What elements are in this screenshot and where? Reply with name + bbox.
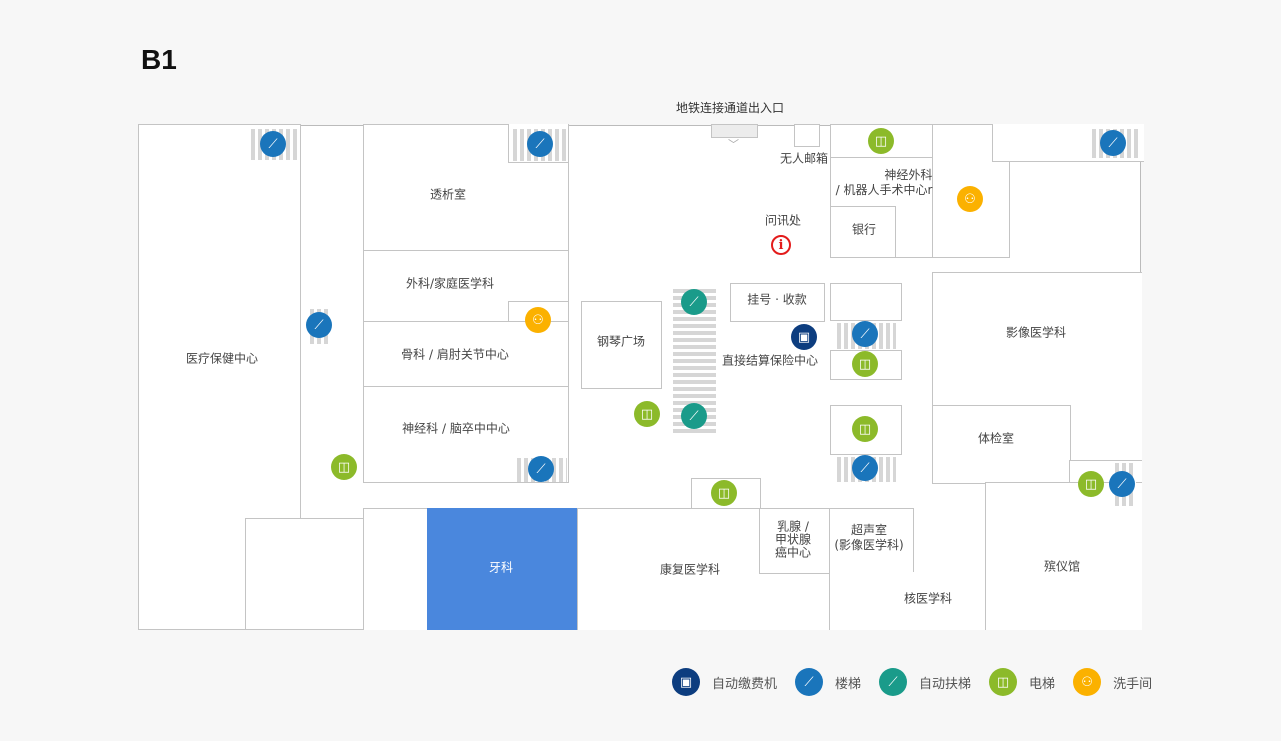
room-checkup[interactable] bbox=[932, 405, 1071, 484]
chevron-down-icon: ﹀ bbox=[728, 138, 739, 151]
stairs-icon[interactable]: ⟋ bbox=[852, 321, 878, 347]
legend: ▣ 自动缴费机 ⟋ 楼梯 ⟋ 自动扶梯 ◫ 电梯 ⚇ 洗手间 bbox=[672, 668, 1170, 696]
label-breast: 乳腺 / 甲状腺 癌中心 bbox=[774, 519, 812, 560]
mailbox-box bbox=[794, 124, 820, 147]
escalator-icon: ⟋ bbox=[879, 668, 908, 696]
room-ultrasound[interactable] bbox=[829, 508, 914, 574]
legend-item-payment: ▣ 自动缴费机 bbox=[672, 668, 777, 696]
floor-map: ﹀ bbox=[138, 124, 1144, 630]
payment-kiosk-icon: ▣ bbox=[672, 668, 700, 696]
label-dialysis: 透析室 bbox=[429, 187, 467, 202]
room-small bbox=[363, 508, 429, 630]
label-imaging: 影像医学科 bbox=[1005, 325, 1067, 340]
label-piano: 钢琴广场 bbox=[596, 334, 646, 349]
subway-entrance[interactable] bbox=[711, 124, 758, 138]
legend-item-elevator: ◫ 电梯 bbox=[989, 668, 1055, 696]
stairs-icon[interactable]: ⟋ bbox=[1100, 130, 1126, 156]
label-nuclear: 核医学科 bbox=[903, 591, 953, 606]
stairs-icon[interactable]: ⟋ bbox=[852, 455, 878, 481]
label-checkup: 体检室 bbox=[977, 431, 1015, 446]
room-bank[interactable] bbox=[830, 206, 896, 258]
room-dental[interactable] bbox=[427, 508, 579, 630]
elevator-icon[interactable]: ◫ bbox=[711, 480, 737, 506]
room-piano[interactable] bbox=[581, 301, 662, 389]
restroom-icon[interactable]: ⚇ bbox=[957, 186, 983, 212]
legend-label: 洗手间 bbox=[1113, 676, 1153, 692]
room-corner bbox=[245, 518, 365, 630]
restroom-icon[interactable]: ⚇ bbox=[525, 307, 551, 333]
escalator-icon[interactable]: ⟋ bbox=[681, 289, 707, 315]
legend-item-escalator: ⟋ 自动扶梯 bbox=[879, 668, 971, 696]
room-funeral[interactable] bbox=[985, 482, 1142, 630]
elevator-icon[interactable]: ◫ bbox=[331, 454, 357, 480]
elevator-icon: ◫ bbox=[989, 668, 1018, 696]
payment-kiosk-icon[interactable]: ▣ bbox=[791, 324, 817, 350]
label-ortho: 骨科 / 肩肘关节中心 bbox=[401, 347, 509, 362]
legend-label: 自动扶梯 bbox=[919, 676, 972, 692]
label-neurosurgery: 神经外科 / 机器人手术中心r bbox=[835, 168, 933, 197]
stairs-icon: ⟋ bbox=[795, 668, 824, 696]
elevator-icon[interactable]: ◫ bbox=[852, 351, 878, 377]
elevator-icon[interactable]: ◫ bbox=[852, 416, 878, 442]
restroom-icon: ⚇ bbox=[1073, 668, 1102, 696]
label-neuro: 神经科 / 脑卒中中心 bbox=[402, 421, 510, 436]
stairs-icon[interactable]: ⟋ bbox=[528, 456, 554, 482]
elevator-icon[interactable]: ◫ bbox=[634, 401, 660, 427]
label-register: 挂号 · 收款 bbox=[747, 292, 807, 307]
legend-label: 楼梯 bbox=[835, 676, 862, 692]
label-info-desk: 问讯处 bbox=[764, 213, 802, 228]
label-funeral: 殡仪馆 bbox=[1043, 559, 1081, 574]
legend-label: 自动缴费机 bbox=[712, 676, 778, 692]
label-bank: 银行 bbox=[851, 222, 877, 237]
label-rehab: 康复医学科 bbox=[659, 562, 721, 577]
elevator-icon[interactable]: ◫ bbox=[1078, 471, 1104, 497]
stairs-icon[interactable]: ⟋ bbox=[260, 131, 286, 157]
label-dental: 牙科 bbox=[488, 560, 514, 575]
info-icon[interactable]: i bbox=[771, 235, 791, 255]
box-1 bbox=[830, 283, 902, 321]
subway-entrance-label: 地铁连接通道出入口 bbox=[675, 101, 784, 115]
stairs-icon[interactable]: ⟋ bbox=[306, 312, 332, 338]
stairs-icon[interactable]: ⟋ bbox=[1109, 471, 1135, 497]
label-health-center: 医疗保健中心 bbox=[185, 351, 259, 366]
stairs-icon[interactable]: ⟋ bbox=[527, 131, 553, 157]
room-register[interactable] bbox=[730, 283, 825, 322]
escalator-icon[interactable]: ⟋ bbox=[681, 403, 707, 429]
floor-title: B1 bbox=[141, 44, 177, 75]
legend-item-stairs: ⟋ 楼梯 bbox=[795, 668, 861, 696]
legend-item-restroom: ⚇ 洗手间 bbox=[1073, 668, 1152, 696]
label-surgery: 外科/家庭医学科 bbox=[405, 276, 495, 291]
room-nuclear[interactable] bbox=[829, 572, 987, 630]
elevator-icon[interactable]: ◫ bbox=[868, 128, 894, 154]
label-insurance: 直接结算保险中心 bbox=[721, 353, 819, 368]
label-ultrasound: 超声室 (影像医学科) bbox=[834, 523, 904, 552]
legend-label: 电梯 bbox=[1029, 676, 1056, 692]
label-mailbox: 无人邮箱 bbox=[779, 151, 829, 166]
